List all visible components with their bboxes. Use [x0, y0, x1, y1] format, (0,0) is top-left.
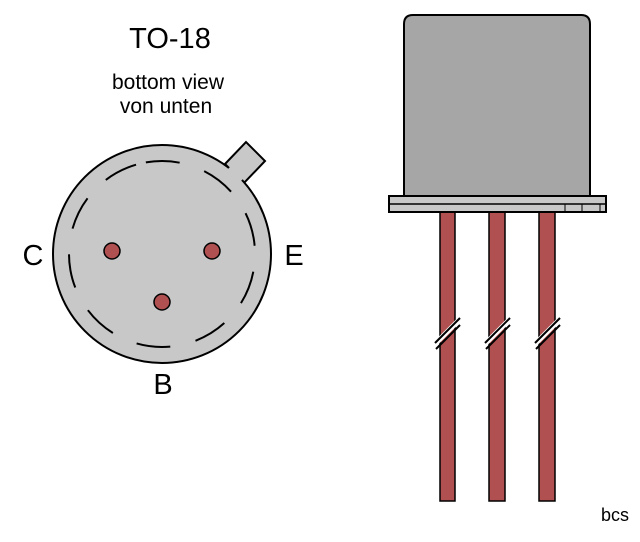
side-view [388, 14, 607, 502]
label-e: E [284, 240, 303, 272]
can-body [403, 14, 591, 198]
title: TO-18 [129, 23, 211, 55]
break-marks [434, 317, 561, 350]
dashed-ring [68, 160, 256, 348]
pin-base [153, 293, 171, 311]
subtitle-en: bottom view [112, 71, 225, 94]
label-b: B [153, 369, 172, 401]
label-c: C [23, 240, 44, 272]
lead-3 [538, 210, 556, 502]
header-disc [52, 144, 272, 364]
lead-2 [488, 210, 506, 502]
bottom-view [52, 140, 272, 364]
pin-collector [103, 242, 121, 260]
lead-1 [439, 210, 456, 502]
credit: bcs [601, 505, 629, 525]
pin-emitter [203, 242, 221, 260]
leads [434, 210, 561, 502]
subtitle-de: von unten [120, 95, 212, 118]
